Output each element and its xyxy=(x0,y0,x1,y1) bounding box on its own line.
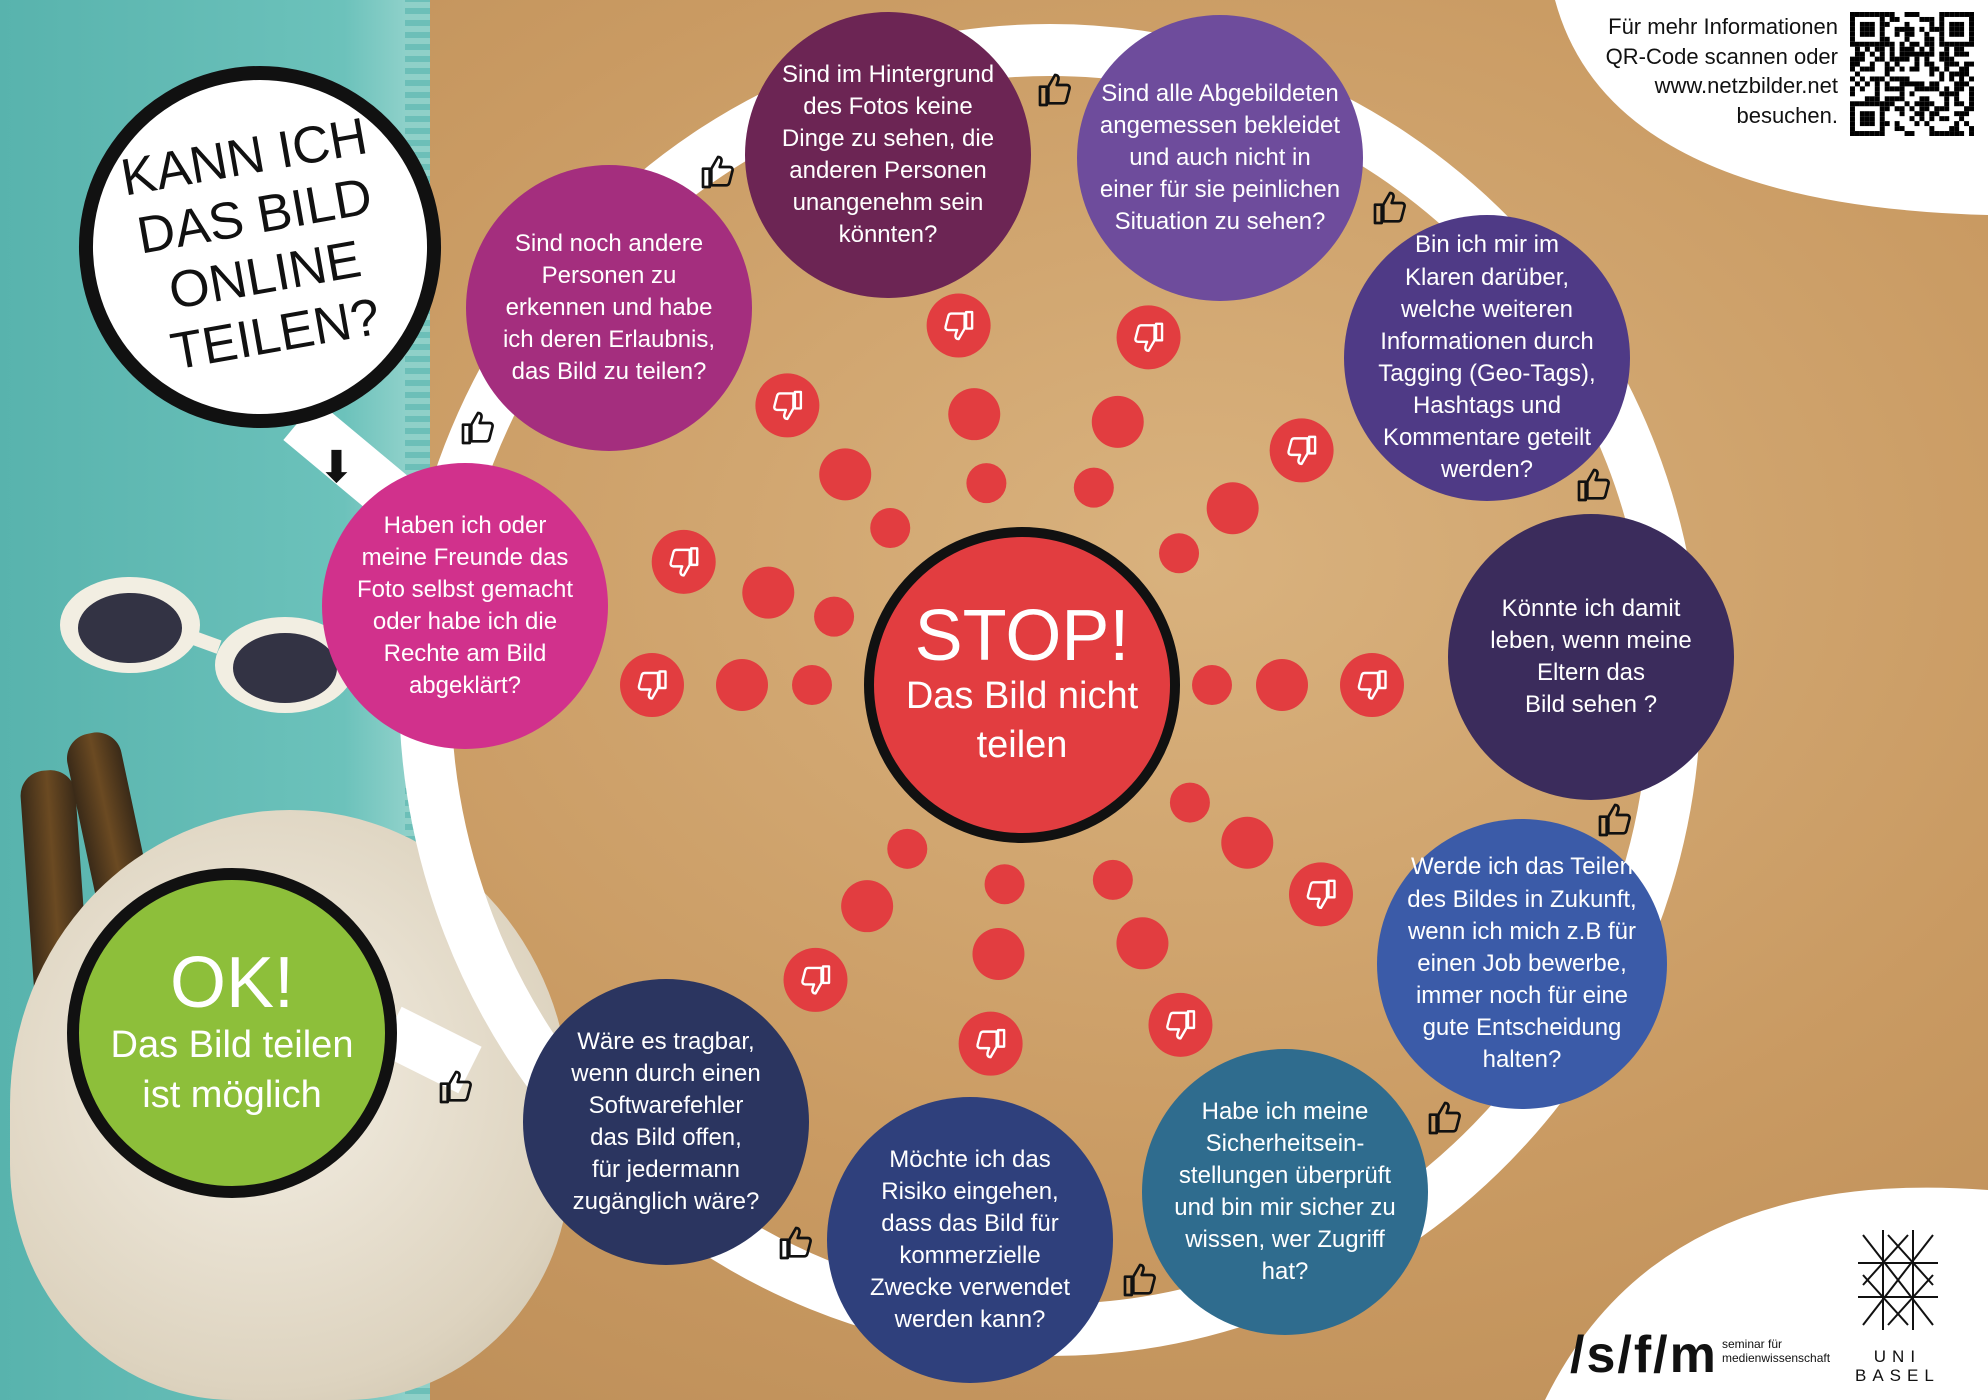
info-text: Für mehr Informationen QR-Code scannen o… xyxy=(1605,14,1838,129)
thumbs-down-badge xyxy=(926,293,991,358)
thumbs-up-icon xyxy=(1598,803,1631,837)
thumbs-down-badge xyxy=(958,1011,1023,1076)
red-dot xyxy=(814,596,855,637)
red-dot xyxy=(716,659,768,711)
red-dot xyxy=(819,448,872,501)
red-dot xyxy=(1256,659,1308,711)
question-2: Sind noch andere Personen zu erkennen un… xyxy=(466,165,752,451)
sunglasses-image xyxy=(60,577,355,713)
question-7: Werde ich das Teilen des Bildes in Zukun… xyxy=(1377,819,1667,1109)
question-3: Sind im Hintergrund des Fotos keine Ding… xyxy=(745,12,1031,298)
ok-text: Das Bild teilen ist möglich xyxy=(110,1024,354,1116)
ok-circle: OK! Das Bild teilen ist möglich xyxy=(67,868,397,1198)
red-dot xyxy=(972,927,1025,980)
red-dot xyxy=(841,880,894,933)
stop-text: Das Bild nicht teilen xyxy=(905,674,1139,766)
logo-panel xyxy=(1545,1187,1988,1400)
red-dot xyxy=(1221,816,1274,869)
red-dot xyxy=(1116,917,1169,970)
red-dot xyxy=(870,507,911,548)
thumbs-down-badge xyxy=(783,947,848,1012)
arrow-down-icon: ⬇ xyxy=(318,443,355,492)
red-dot xyxy=(984,864,1025,905)
thumbs-down-badge xyxy=(1269,418,1334,483)
sfm-logo: /s/f/m xyxy=(1570,1326,1718,1384)
thumbs-down-badge xyxy=(1148,992,1213,1057)
question-5: Bin ich mir im Klaren darüber, welche we… xyxy=(1344,215,1630,501)
thumbs-down-badge xyxy=(1288,862,1353,927)
qr-code xyxy=(1850,12,1974,136)
thumbs-down-badge xyxy=(755,373,820,438)
ok-title: OK! xyxy=(169,942,295,1023)
red-dot xyxy=(1192,665,1232,705)
thumbs-up-icon xyxy=(1428,1101,1461,1135)
stop-title: STOP! xyxy=(914,595,1130,676)
sfm-logo-subtitle: seminar für medienwissenschaft xyxy=(1722,1337,1831,1365)
stop-circle: STOP! Das Bild nicht teilen xyxy=(864,527,1180,843)
red-dot xyxy=(948,388,1001,441)
thumbs-down-badge xyxy=(651,529,716,594)
red-dot xyxy=(1159,533,1200,574)
question-10: Wäre es tragbar, wenn durch einen Softwa… xyxy=(523,979,809,1265)
uni-basel-text: UNI BASEL xyxy=(1855,1347,1940,1385)
red-dot xyxy=(966,463,1007,504)
red-dot xyxy=(1206,482,1259,535)
question-8: Habe ich meine Sicherheitsein- stellunge… xyxy=(1142,1049,1428,1335)
question-9: Möchte ich das Risiko eingehen, dass das… xyxy=(827,1097,1113,1383)
question-4: Sind alle Abgebildeten angemessen beklei… xyxy=(1077,15,1363,301)
red-dot xyxy=(887,828,928,869)
red-dot xyxy=(792,665,832,705)
question-6: Könnte ich damit leben, wenn meine Elter… xyxy=(1448,514,1734,800)
uni-basel-logo xyxy=(1858,1230,1938,1330)
red-dot xyxy=(1091,395,1144,448)
red-dot xyxy=(742,566,795,619)
question-1: Haben ich oder meine Freunde das Foto se… xyxy=(322,463,608,749)
thumbs-up-icon xyxy=(1123,1263,1156,1297)
thumbs-down-badge xyxy=(620,653,684,717)
thumbs-down-badge xyxy=(1340,653,1404,717)
thumbs-down-badge xyxy=(1116,305,1181,370)
thumbs-up-icon xyxy=(1038,73,1071,107)
red-dot xyxy=(1169,782,1210,823)
thumbs-up-icon xyxy=(1373,191,1406,225)
red-dot xyxy=(1073,467,1114,508)
red-dot xyxy=(1092,859,1133,900)
